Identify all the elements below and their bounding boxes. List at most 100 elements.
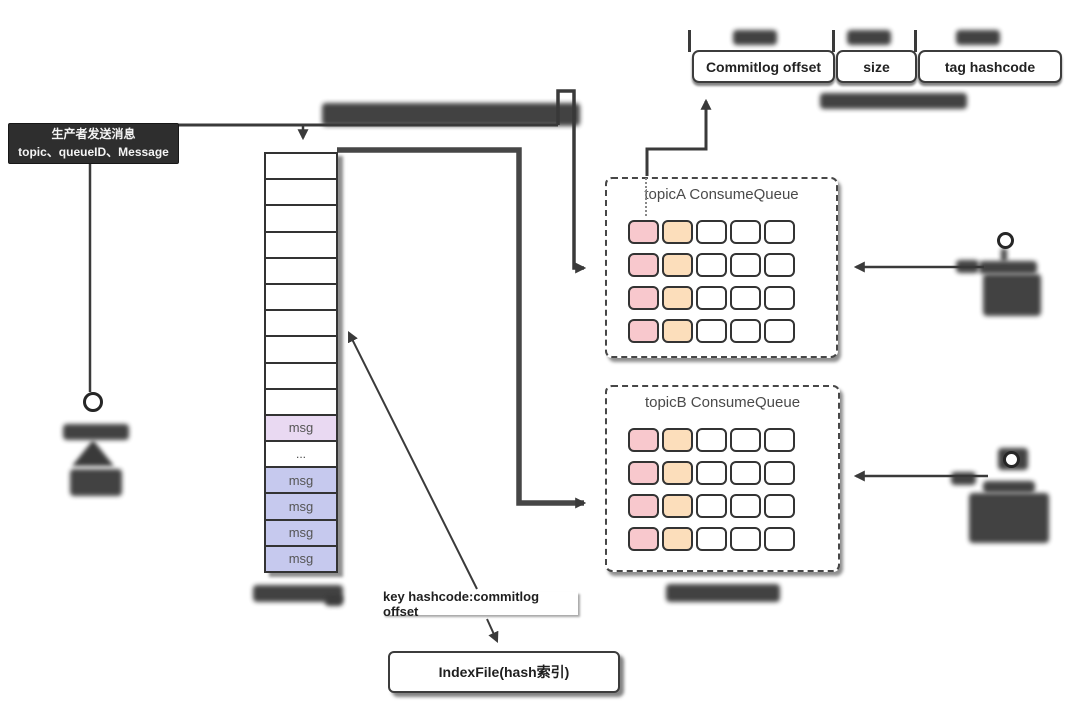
topic-a-consume-queue: topicA ConsumeQueue — [605, 177, 838, 358]
queue-cell — [696, 428, 727, 452]
queue-cell — [628, 220, 659, 244]
queue-cell — [730, 286, 761, 310]
commitlog-cell: msg — [264, 518, 338, 547]
arrow-index-to-commitlog — [348, 331, 478, 590]
queue-row — [628, 253, 795, 277]
blurred-text — [956, 260, 979, 273]
queue-cell — [764, 319, 795, 343]
queue-cell — [628, 428, 659, 452]
producer-message-line1: 生产者发送消息 — [51, 127, 136, 142]
queue-cell — [730, 253, 761, 277]
field-tag-hashcode: tag hashcode — [918, 50, 1062, 83]
topic-a-rows — [628, 220, 795, 352]
queue-cell — [662, 286, 693, 310]
dotted-entry-line — [645, 178, 647, 216]
queue-row — [628, 319, 795, 343]
queue-cell — [662, 494, 693, 518]
commitlog-cell — [264, 361, 338, 390]
queue-cell — [628, 494, 659, 518]
queue-cell — [730, 494, 761, 518]
queue-row — [628, 286, 795, 310]
commitlog-cell — [264, 282, 338, 312]
arrow-into-topic-b — [337, 147, 587, 509]
queue-cell — [730, 527, 761, 551]
queue-row — [628, 527, 795, 551]
commitlog-cell: msg — [264, 544, 338, 573]
blurred-text — [63, 424, 129, 440]
commitlog-cell — [264, 309, 338, 338]
queue-cell — [662, 428, 693, 452]
blurred-text — [951, 472, 976, 485]
queue-cell — [764, 527, 795, 551]
commitlog-cell — [264, 256, 338, 285]
queue-row — [628, 220, 795, 244]
queue-cell — [662, 220, 693, 244]
commitlog-cell — [264, 178, 338, 207]
queue-cell — [696, 286, 727, 310]
queue-cell — [764, 253, 795, 277]
queue-cell — [764, 220, 795, 244]
queue-cell — [628, 319, 659, 343]
blurred-text — [979, 261, 1037, 274]
queue-cell — [696, 319, 727, 343]
key-hashcode-label: key hashcode:commitlog offset — [383, 589, 578, 619]
field-commitlog-offset: Commitlog offset — [692, 50, 835, 83]
queue-cell — [662, 253, 693, 277]
blurred-text — [666, 584, 780, 602]
topic-b-rows — [628, 428, 795, 560]
commitlog-cell: ... — [264, 440, 338, 469]
arrow-into-indexfile — [486, 618, 499, 644]
queue-row — [628, 494, 795, 518]
person-icon — [1003, 451, 1020, 468]
person-body-shape — [72, 440, 114, 466]
person-body-shape — [1001, 248, 1007, 262]
topic-b-consume-queue: topicB ConsumeQueue — [605, 385, 840, 572]
commitlog-cell — [264, 204, 338, 233]
queue-cell — [730, 428, 761, 452]
arrow-into-topic-a — [556, 89, 587, 274]
measure-tick — [914, 30, 917, 52]
blurred-text — [956, 30, 1000, 45]
commitlog-cell: msg — [264, 492, 338, 521]
blurred-text — [70, 469, 122, 496]
blurred-text — [847, 30, 891, 45]
queue-cell — [764, 461, 795, 485]
queue-cell — [730, 319, 761, 343]
commitlog-cell — [264, 230, 338, 259]
field-size: size — [836, 50, 917, 83]
queue-cell — [628, 527, 659, 551]
measure-tick — [832, 30, 835, 52]
blurred-text — [325, 596, 343, 606]
queue-cell — [730, 461, 761, 485]
queue-cell — [628, 286, 659, 310]
queue-cell — [696, 494, 727, 518]
commitlog-cell — [264, 335, 338, 364]
queue-cell — [662, 461, 693, 485]
measure-tick — [688, 30, 691, 52]
commitlog-cell — [264, 152, 338, 181]
blurred-text — [983, 274, 1041, 316]
queue-cell — [696, 253, 727, 277]
commitlog-cell — [264, 387, 338, 416]
queue-row — [628, 461, 795, 485]
queue-cell — [764, 494, 795, 518]
person-body-shape — [983, 481, 1035, 493]
topic-a-title: topicA ConsumeQueue — [644, 186, 799, 203]
commitlog-cell: msg — [264, 413, 338, 443]
blurred-text — [322, 103, 580, 126]
queue-cell — [696, 220, 727, 244]
commitlog-cell: msg — [264, 466, 338, 495]
blurred-text — [820, 93, 967, 109]
person-icon — [83, 392, 103, 412]
queue-cell — [662, 319, 693, 343]
producer-message-label: 生产者发送消息 topic、queueID、Message — [8, 123, 179, 164]
queue-cell — [662, 527, 693, 551]
queue-cell — [730, 220, 761, 244]
producer-message-line2: topic、queueID、Message — [18, 144, 169, 159]
queue-row — [628, 428, 795, 452]
blurred-text — [969, 493, 1049, 543]
queue-cell — [628, 253, 659, 277]
indexfile-box: IndexFile(hash索引) — [388, 651, 620, 693]
